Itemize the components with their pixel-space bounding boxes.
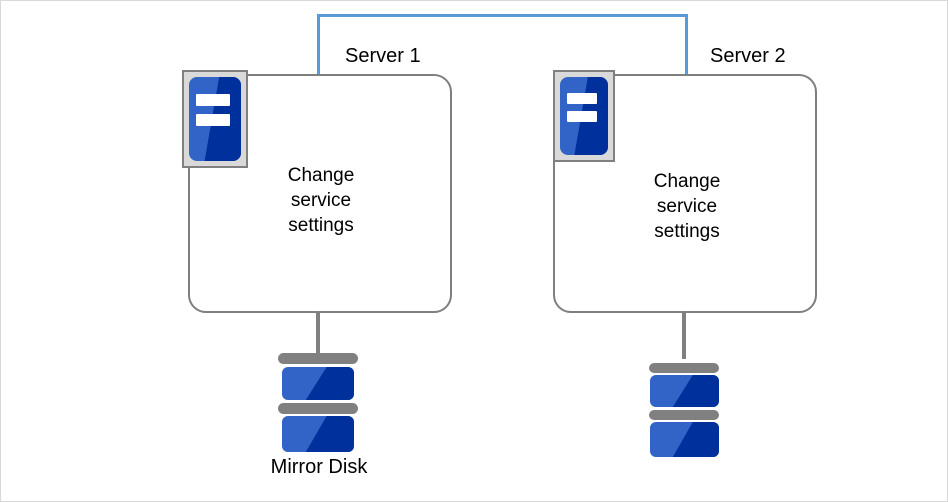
server-icon-bar-bottom	[566, 111, 598, 123]
server-1-caption: Change service settings	[257, 163, 385, 238]
disk-1-label: Mirror Disk	[270, 456, 368, 478]
server-1-caption-line-1: Change	[287, 165, 355, 186]
server-2-label: Server 2	[710, 45, 786, 67]
server-2-disk-connector	[682, 311, 686, 359]
server-icon-bar-top	[566, 92, 598, 104]
server-icon-bar-bottom	[196, 113, 230, 126]
server-1-label: Server 1	[345, 45, 421, 67]
server-1-caption-line-2: service	[290, 190, 352, 211]
server-icon	[553, 70, 615, 162]
disk-1-platter-bottom	[282, 416, 354, 452]
server-interconnect-top-line	[317, 14, 688, 17]
server-2-caption-line-1: Change	[653, 171, 721, 192]
disk-2-platter-top	[650, 375, 719, 407]
server-2-caption-line-2: service	[656, 196, 718, 217]
server-icon-body	[560, 77, 608, 155]
disk-1-platter-top	[282, 367, 354, 400]
server-icon	[182, 70, 248, 168]
disk-1-bar-bottom	[278, 403, 358, 414]
server-1-disk-connector	[316, 311, 320, 359]
disk-1-platter-top-shade	[305, 367, 354, 400]
disk-2-bar-bottom	[649, 410, 719, 420]
server-interconnect-right-line	[685, 14, 688, 74]
disk-1-bar-top	[278, 353, 358, 364]
server-1-caption-line-3: settings	[288, 215, 354, 236]
server-icon-bar-top	[196, 93, 230, 106]
disk-2-platter-bottom	[650, 422, 719, 457]
disk-2-platter-bottom-shade	[672, 422, 719, 457]
disk-1-platter-bottom-shade	[305, 416, 354, 452]
server-interconnect-left-line	[317, 14, 320, 74]
disk-2-bar-top	[649, 363, 719, 373]
server-2-caption-line-3: settings	[654, 221, 720, 242]
disk-2-platter-top-shade	[672, 375, 719, 407]
server-icon-body	[189, 77, 241, 161]
server-2-caption: Change service settings	[623, 169, 751, 244]
